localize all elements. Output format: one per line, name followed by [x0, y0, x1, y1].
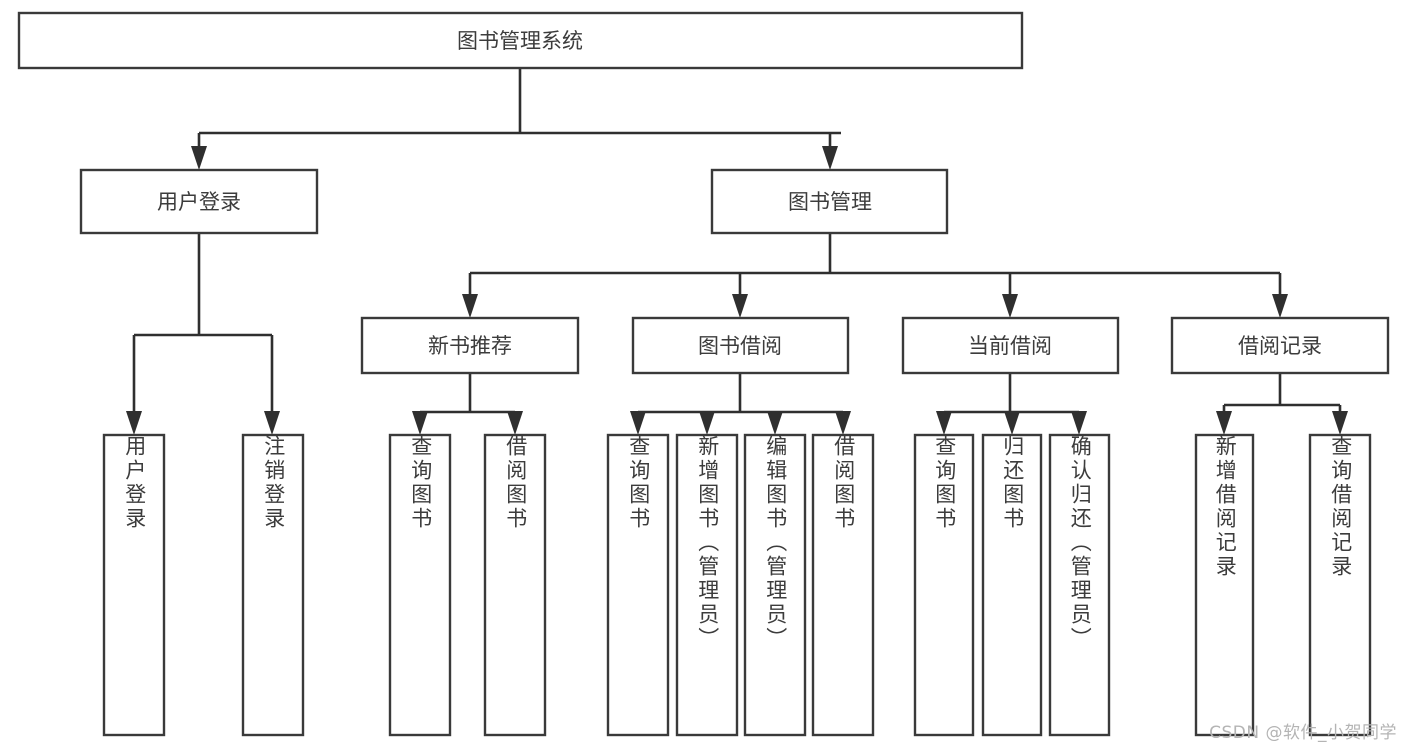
leaf-box[interactable] — [241, 433, 305, 737]
connectors-newbook-to-leaves — [412, 373, 523, 435]
leaf-box[interactable] — [913, 433, 975, 737]
leaf-box[interactable] — [483, 433, 547, 737]
connectors-userlogin-to-leaves — [126, 233, 280, 435]
leaf-box[interactable] — [388, 433, 452, 737]
watermark: CSDN @软件_小贺同学 — [1209, 723, 1397, 743]
connectors-bookmgmt-to-level3 — [462, 233, 1288, 318]
node-user-login[interactable]: 用户登录 — [79, 168, 319, 235]
connectors-borrow-to-leaves — [630, 373, 851, 435]
leaf-box[interactable] — [675, 433, 739, 737]
leaf-box[interactable] — [1308, 433, 1372, 737]
node-new-book-recommend-label: 新书推荐 — [428, 334, 512, 358]
leaf-box[interactable] — [743, 433, 807, 737]
leaf-box[interactable] — [102, 433, 166, 737]
node-root[interactable]: 图书管理系统 — [17, 11, 1024, 70]
connectors-root-to-level2 — [191, 68, 841, 170]
node-new-book-recommend[interactable]: 新书推荐 — [360, 316, 580, 375]
node-book-management-label: 图书管理 — [788, 190, 872, 214]
node-borrow-records-label: 借阅记录 — [1238, 334, 1322, 358]
connectors-records-to-leaves — [1216, 373, 1348, 435]
leaf-box[interactable] — [1048, 433, 1111, 737]
node-book-borrow[interactable]: 图书借阅 — [631, 316, 850, 375]
leaf-box[interactable] — [1194, 433, 1255, 737]
connectors-current-to-leaves — [936, 373, 1087, 435]
leaf-box[interactable] — [811, 433, 875, 737]
node-user-login-label: 用户登录 — [157, 190, 241, 214]
node-current-borrow-label: 当前借阅 — [968, 334, 1052, 358]
leaf-box[interactable] — [606, 433, 670, 737]
node-book-management[interactable]: 图书管理 — [710, 168, 949, 235]
leaf-boxes — [102, 433, 1372, 737]
node-current-borrow[interactable]: 当前借阅 — [901, 316, 1120, 375]
node-book-borrow-label: 图书借阅 — [698, 334, 782, 358]
node-borrow-records[interactable]: 借阅记录 — [1170, 316, 1390, 375]
leaf-box[interactable] — [981, 433, 1043, 737]
node-root-label: 图书管理系统 — [457, 29, 583, 53]
